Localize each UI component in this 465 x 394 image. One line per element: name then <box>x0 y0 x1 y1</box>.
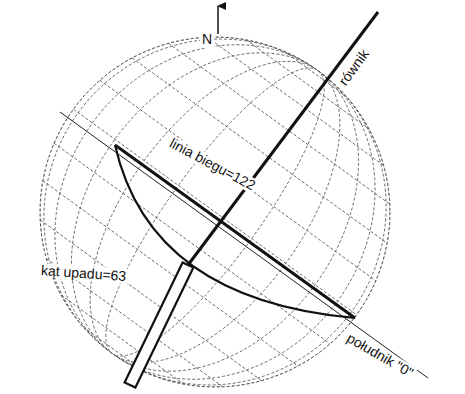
parallel-line <box>284 51 347 97</box>
dip-strip <box>125 262 194 387</box>
meridian-line <box>0 0 455 394</box>
parallel-line <box>54 143 330 344</box>
parallel-line <box>100 80 376 281</box>
equator-label: równik <box>335 45 374 90</box>
meridian-line <box>75 44 354 380</box>
dip-label: kąt upadu=63 <box>39 263 129 285</box>
globe-outline <box>40 37 390 387</box>
north-label: N <box>200 32 214 47</box>
meridian-zero-line <box>60 112 428 378</box>
north-arrow <box>217 6 219 34</box>
meridian-line <box>12 0 418 394</box>
meridian-label: południk "0" <box>342 330 417 382</box>
parallel-line <box>73 109 356 315</box>
equator-line <box>188 12 378 265</box>
parallel-line <box>168 43 389 204</box>
meridian-line <box>0 0 440 394</box>
